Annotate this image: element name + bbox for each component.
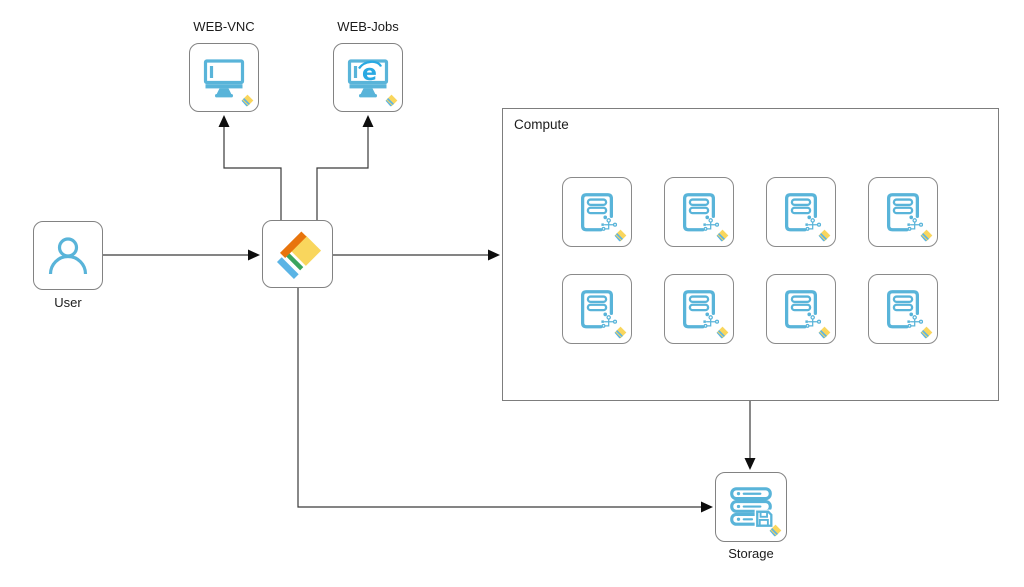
azure-badge-icon bbox=[818, 229, 831, 242]
vm-node bbox=[562, 177, 632, 247]
vm-node bbox=[766, 274, 836, 344]
compute-group-label: Compute bbox=[514, 117, 569, 132]
person-icon bbox=[44, 232, 92, 280]
storage-label: Storage bbox=[728, 546, 774, 561]
vm-node bbox=[766, 177, 836, 247]
batch-node bbox=[262, 220, 333, 288]
azure-badge-icon bbox=[614, 229, 627, 242]
azure-badge-icon bbox=[385, 94, 398, 107]
azure-badge-icon bbox=[716, 326, 729, 339]
vm-node bbox=[664, 274, 734, 344]
user-node bbox=[33, 221, 103, 290]
azure-badge-icon bbox=[818, 326, 831, 339]
web-jobs-label: WEB-Jobs bbox=[337, 19, 399, 34]
azure-badge-icon bbox=[920, 229, 933, 242]
azure-badge-icon bbox=[769, 524, 782, 537]
edge-batch-webvnc bbox=[218, 115, 282, 220]
web-vnc-node bbox=[189, 43, 259, 112]
vm-node bbox=[868, 177, 938, 247]
vm-node bbox=[562, 274, 632, 344]
azure-badge-icon bbox=[241, 94, 254, 107]
vm-node bbox=[664, 177, 734, 247]
compute-group: Compute bbox=[502, 108, 999, 401]
azure-badge-icon bbox=[716, 229, 729, 242]
azure-batch-icon bbox=[271, 227, 325, 281]
storage-node bbox=[715, 472, 787, 542]
azure-badge-icon bbox=[920, 326, 933, 339]
vm-node bbox=[868, 274, 938, 344]
user-label: User bbox=[54, 295, 82, 310]
web-vnc-label: WEB-VNC bbox=[193, 19, 255, 34]
web-jobs-node bbox=[333, 43, 403, 112]
edge-batch-webjobs bbox=[316, 115, 374, 220]
azure-badge-icon bbox=[614, 326, 627, 339]
